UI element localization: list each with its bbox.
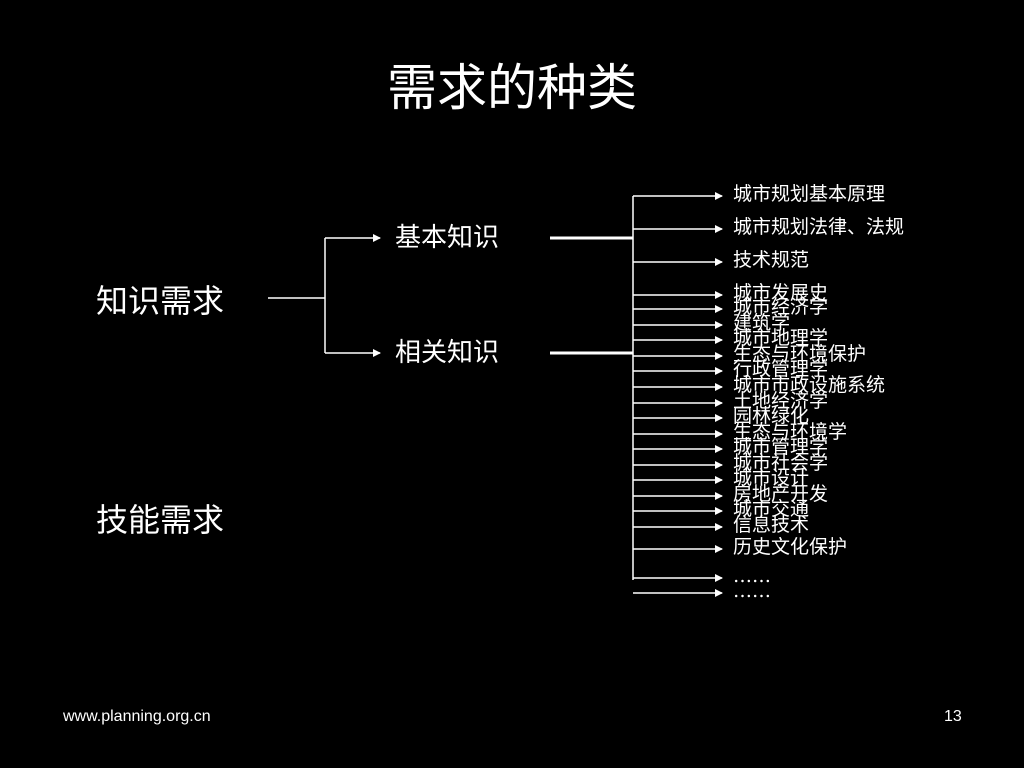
item-1: 城市规划法律、法规 xyxy=(733,216,905,238)
item-19: 历史文化保护 xyxy=(733,536,848,558)
item-2: 技术规范 xyxy=(733,249,810,271)
item-16: 房地产开发 xyxy=(733,483,829,505)
footer-url: www.planning.org.cn xyxy=(63,708,211,725)
category-skill: 技能需求 xyxy=(96,501,225,539)
item-13: 城市管理学 xyxy=(733,436,829,458)
category-knowledge: 知识需求 xyxy=(96,282,225,320)
item-10: 土地经济学 xyxy=(733,390,829,412)
item-12: 生态与环境学 xyxy=(733,421,848,443)
item-6: 城市地理学 xyxy=(733,327,829,349)
subcategory-related: 相关知识 xyxy=(395,338,500,368)
item-17: 城市交通 xyxy=(733,498,810,520)
item-5: 建筑学 xyxy=(733,312,791,334)
item-8: 行政管理学 xyxy=(733,358,829,380)
item-21: …… xyxy=(733,580,771,602)
item-15: 城市设计 xyxy=(733,467,810,489)
item-20: …… xyxy=(733,565,771,587)
item-7: 生态与环境保护 xyxy=(733,343,867,365)
item-11: 园林绿化 xyxy=(733,405,810,427)
slide-title: 需求的种类 xyxy=(387,59,637,117)
subcategory-basic: 基本知识 xyxy=(395,223,500,253)
item-9: 城市市政设施系统 xyxy=(733,374,886,396)
item-0: 城市规划基本原理 xyxy=(733,183,886,205)
page-number: 13 xyxy=(944,708,962,725)
item-18: 信息技术 xyxy=(733,514,810,536)
item-4: 城市经济学 xyxy=(733,296,829,318)
item-14: 城市社会学 xyxy=(733,452,829,474)
item-3: 城市发展史 xyxy=(733,282,829,304)
